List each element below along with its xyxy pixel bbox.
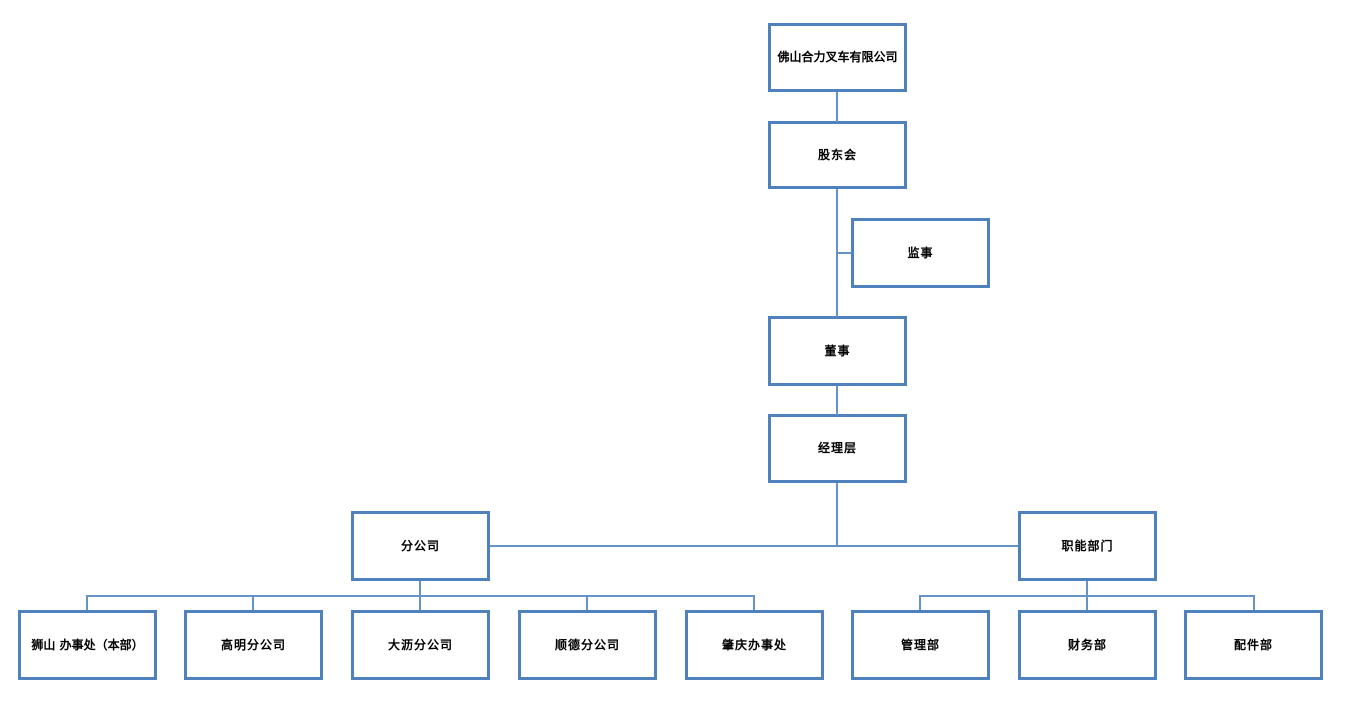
node-dali-branch-label: 大沥分公司: [387, 637, 453, 652]
connector-branch-stub-1: [86, 595, 88, 610]
connector-branch-stub-3: [419, 595, 421, 610]
connector-branch-stub-5: [753, 595, 755, 610]
node-finance-dept-label: 财务部: [1067, 637, 1107, 652]
node-dali-branch: 大沥分公司: [351, 610, 490, 680]
connector-management-drop: [836, 483, 838, 546]
node-shareholders: 股东会: [768, 121, 907, 189]
connector-functional-stub-3: [1253, 595, 1255, 610]
connector-functional-stub-1: [919, 595, 921, 610]
connector-functional-stub-2: [1086, 595, 1088, 610]
node-shunde-branch: 顺德分公司: [518, 610, 657, 680]
connector-branch-drop: [419, 581, 421, 597]
node-parts-dept: 配件部: [1184, 610, 1323, 680]
node-shishan-office: 狮山 办事处（本部）: [18, 610, 157, 680]
connector-branch-stub-4: [586, 595, 588, 610]
node-gaoming-branch-label: 高明分公司: [220, 637, 286, 652]
connector-supervisor-branch: [838, 252, 852, 254]
node-branch-group-label: 分公司: [400, 538, 440, 553]
node-management-label: 经理层: [817, 441, 857, 456]
connector-functional-drop: [1086, 581, 1088, 597]
node-branch-group: 分公司: [351, 511, 490, 581]
connector-shareholders-director: [836, 189, 838, 317]
node-management-dept: 管理部: [851, 610, 990, 680]
node-director-label: 董事: [824, 343, 851, 358]
connector-company-shareholders: [836, 92, 838, 122]
node-parts-dept-label: 配件部: [1233, 637, 1273, 652]
node-director: 董事: [768, 316, 907, 386]
node-zhaoqing-office-label: 肇庆办事处: [721, 637, 787, 652]
node-shareholders-label: 股东会: [817, 147, 857, 162]
node-finance-dept: 财务部: [1018, 610, 1157, 680]
connector-director-management: [836, 386, 838, 415]
node-gaoming-branch: 高明分公司: [184, 610, 323, 680]
node-management: 经理层: [768, 414, 907, 483]
node-company: 佛山合力叉车有限公司: [768, 23, 907, 92]
node-functional-group-label: 职能部门: [1061, 538, 1114, 553]
node-supervisor-label: 监事: [907, 245, 934, 260]
node-functional-group: 职能部门: [1018, 511, 1157, 581]
node-company-label: 佛山合力叉车有限公司: [777, 50, 898, 65]
connector-split-horizontal: [490, 545, 1018, 547]
node-shishan-office-label: 狮山 办事处（本部）: [31, 637, 144, 652]
node-shunde-branch-label: 顺德分公司: [554, 637, 620, 652]
node-management-dept-label: 管理部: [900, 637, 940, 652]
node-supervisor: 监事: [851, 218, 990, 288]
node-zhaoqing-office: 肇庆办事处: [685, 610, 824, 680]
connector-branch-stub-2: [252, 595, 254, 610]
